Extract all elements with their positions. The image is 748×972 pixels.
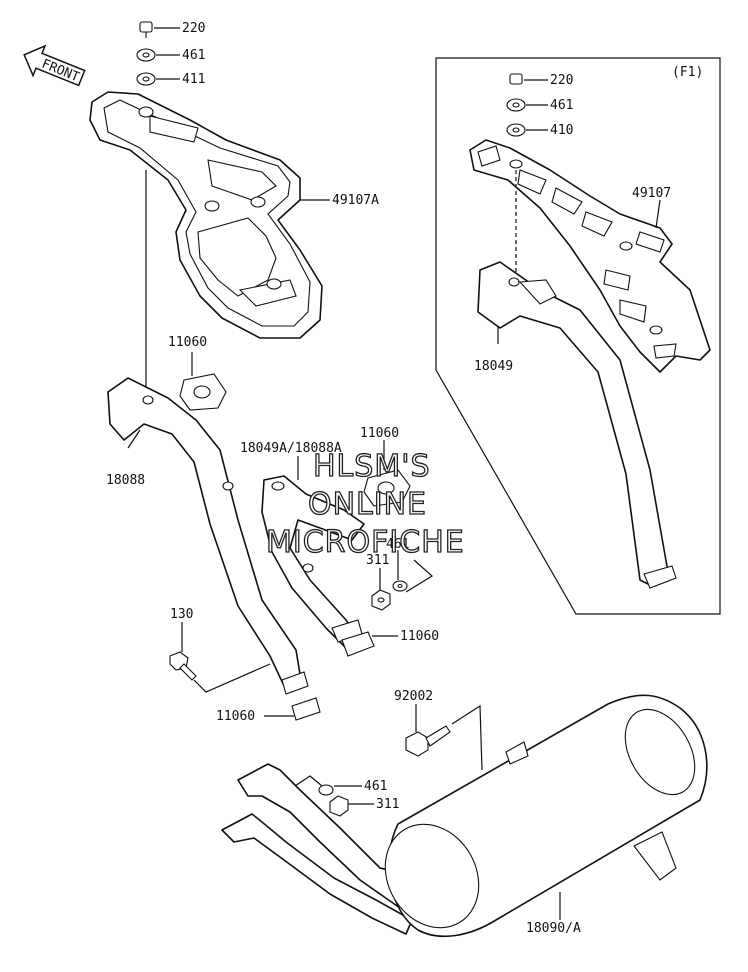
- callout-410: 410: [550, 123, 573, 138]
- callout-311-mid: 311: [366, 553, 389, 568]
- heat-guard-49107A: [89, 91, 323, 339]
- callout-18088: 18088: [106, 473, 145, 488]
- callout-311-low: 311: [376, 797, 399, 812]
- callout-18090-A: 18090/A: [526, 921, 581, 936]
- callout-11060-c: 11060: [400, 629, 439, 644]
- bolt-130: [169, 651, 197, 681]
- washer-461-mid: [392, 580, 408, 592]
- collar-411: [136, 72, 156, 86]
- collar-410: [506, 123, 526, 137]
- callout-92002: 92002: [394, 689, 433, 704]
- watermark-line-2: ONLINE: [308, 487, 427, 522]
- gasket-11060-b: [363, 469, 411, 507]
- exhaust-pipe-18088: [107, 377, 309, 695]
- callout-411: 411: [182, 72, 205, 87]
- callout-461-top: 461: [182, 48, 205, 63]
- callout-220-inset: 220: [550, 73, 573, 88]
- callout-461-mid: 461: [386, 537, 409, 552]
- watermark-line-1: HLSM'S: [313, 449, 431, 484]
- callout-11060-a: 11060: [168, 335, 207, 350]
- callout-49107A: 49107A: [332, 193, 379, 208]
- inset-frame: [435, 57, 721, 615]
- bolt-220-top: [139, 21, 153, 38]
- callout-18049: 18049: [474, 359, 513, 374]
- callout-11060-d: 11060: [216, 709, 255, 724]
- heat-guard-49107: [469, 139, 711, 373]
- washer-461-inset: [506, 98, 526, 112]
- washer-461-top: [136, 48, 156, 62]
- gasket-11060-d: [291, 697, 321, 721]
- gasket-11060-a: [179, 373, 227, 411]
- inset-label: (F1): [672, 65, 703, 80]
- exhaust-pipe-18049A-18088A: [261, 475, 365, 649]
- nut-311-mid: [371, 589, 391, 611]
- bolt-220-inset: [509, 73, 523, 85]
- callout-49107: 49107: [632, 186, 671, 201]
- watermark-line-3: MICROFICHE: [266, 525, 465, 560]
- gasket-11060-c: [341, 631, 375, 657]
- callout-461-low: 461: [364, 779, 387, 794]
- washer-461-low: [318, 784, 334, 796]
- exhaust-pipe-18049: [477, 261, 677, 589]
- muffler-18090-A: [221, 694, 708, 938]
- callout-130: 130: [170, 607, 193, 622]
- callout-461-inset: 461: [550, 98, 573, 113]
- bolt-92002: [405, 725, 451, 757]
- nut-311-low: [329, 795, 349, 817]
- watermark: HLSM'S ONLINE MICROFICHE: [265, 448, 465, 560]
- front-arrow-icon: FRONT: [23, 44, 86, 87]
- callout-11060-b: 11060: [360, 426, 399, 441]
- callout-18049A-18088A: 18049A/18088A: [240, 441, 342, 456]
- callout-220-top: 220: [182, 21, 205, 36]
